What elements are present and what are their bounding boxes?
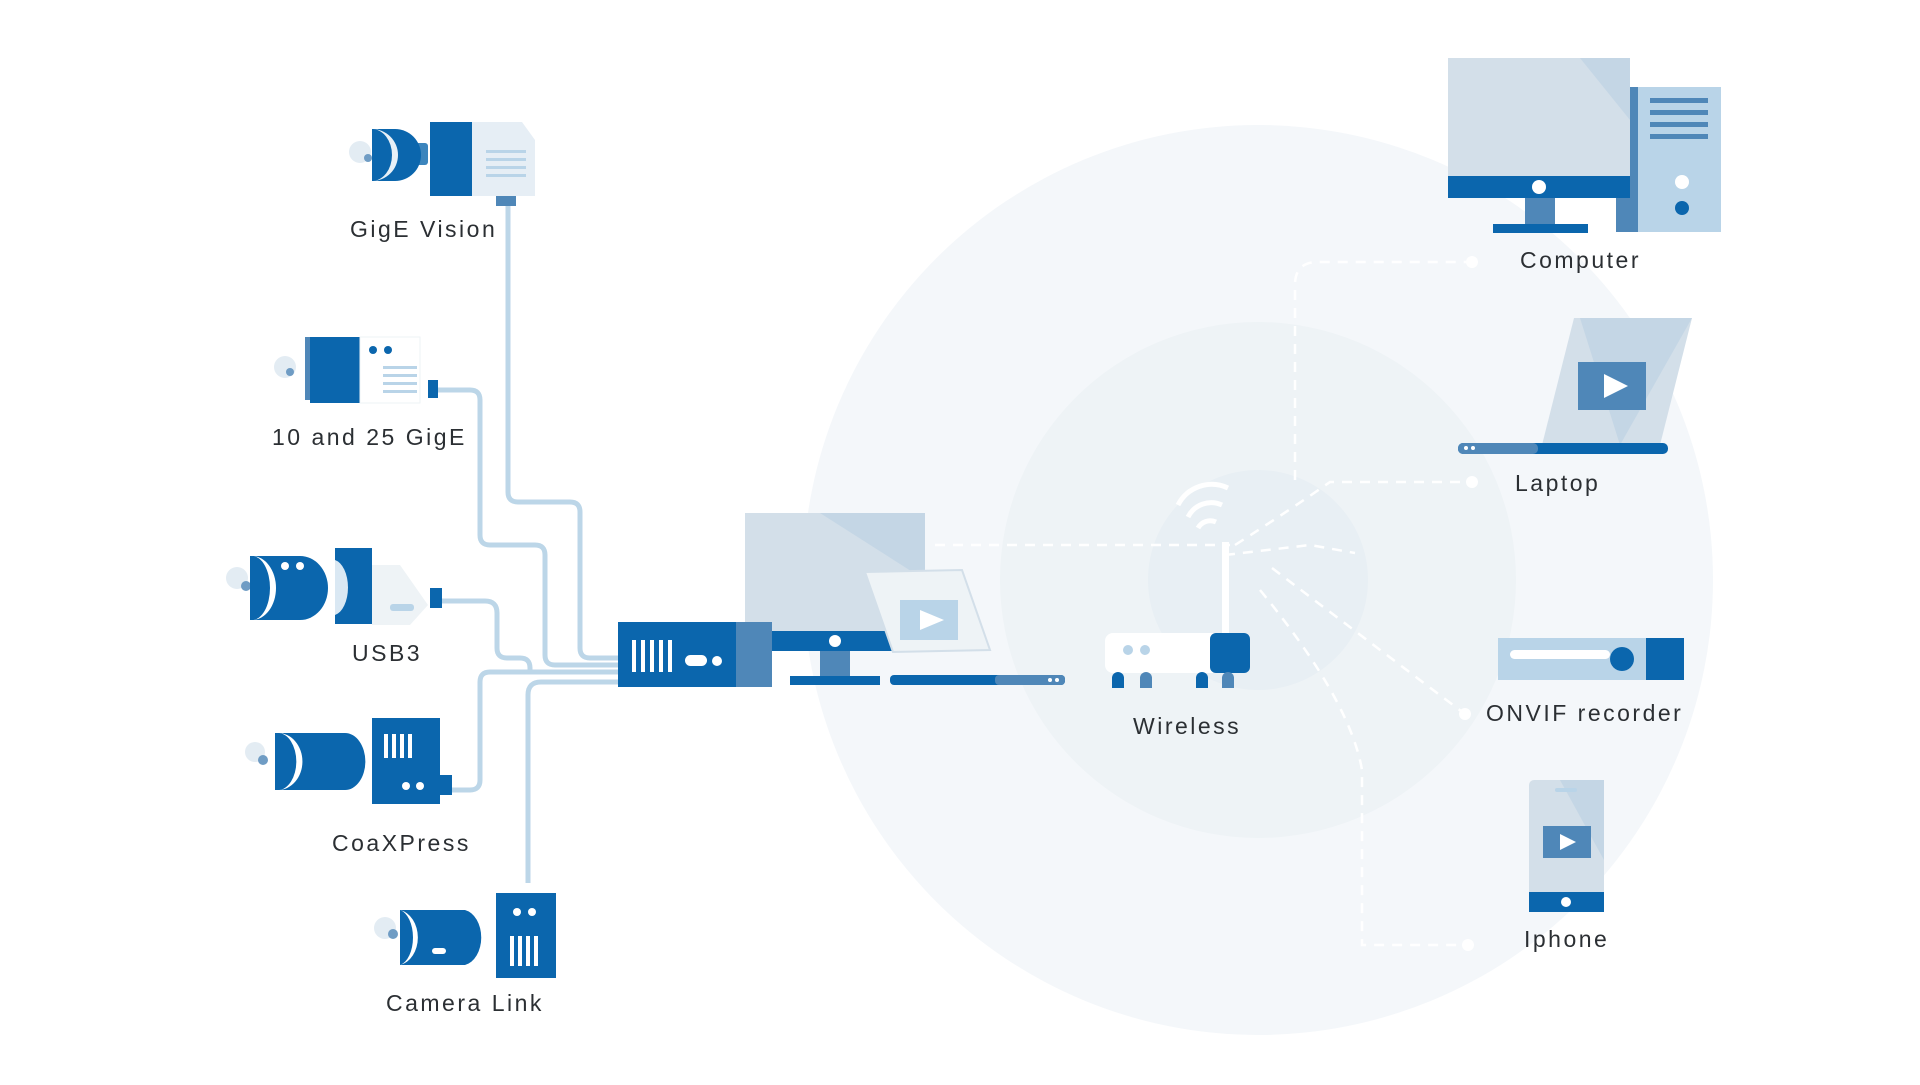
client-label-iphone: Iphone [1524,926,1610,952]
onvif-recorder-icon [1459,638,1684,720]
laptop-icon [1458,318,1692,488]
desktop-computer-icon [1448,58,1721,268]
10-25-gige-cable [438,387,628,668]
camera-label-coaxpress: CoaXPress [332,830,471,856]
coaxpress-cable [450,669,628,793]
camera-label-10-25-gige: 10 and 25 GigE [272,424,467,450]
camera-label-gige-vision: GigE Vision [350,216,498,242]
laptop-play-icon [863,568,1065,685]
host-server-icon [618,622,772,687]
coaxpress-camera-icon [245,718,452,804]
wireless-label: Wireless [1133,713,1242,739]
gige-vision-camera-icon [349,122,535,206]
camera-label-camera-link: Camera Link [386,990,544,1016]
usb3-camera-icon [226,548,442,625]
camera-link-camera-icon [374,893,556,978]
client-label-onvif-recorder: ONVIF recorder [1486,700,1684,726]
usb3-cable [438,598,628,675]
wireless-router-icon [1105,481,1250,688]
client-label-computer: Computer [1520,247,1641,273]
camera-cables [438,205,628,883]
10-25-gige-camera-icon [274,336,438,404]
client-label-laptop: Laptop [1515,470,1601,496]
wireless-links [935,260,1472,947]
gige-vision-cable [505,205,628,661]
camera-link-cable [525,679,628,883]
camera-label-usb3: USB3 [352,640,423,666]
smartphone-icon [1462,780,1604,951]
